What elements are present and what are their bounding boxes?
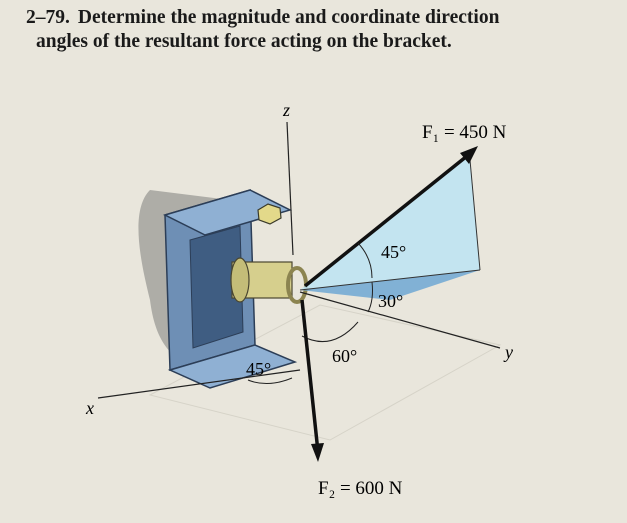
angle-label-30: 30° — [378, 291, 403, 311]
x-axis — [97, 369, 301, 399]
eyebolt-collar — [230, 257, 250, 303]
y-axis-label: y — [503, 342, 513, 362]
force-f1-arrow — [303, 150, 474, 288]
angle-label-60: 60° — [332, 346, 357, 366]
angle-label-45-upper: 45° — [381, 242, 406, 262]
force-f2-label: F₂ = 600 N — [318, 478, 403, 499]
problem-number: 2–79. — [26, 7, 70, 28]
force-f2-arrowhead — [311, 443, 324, 462]
bracket-bottom-flange — [167, 344, 298, 389]
x-axis-label: x — [85, 398, 94, 418]
f1-drop-line — [469, 159, 481, 271]
z-axis-label: z — [282, 100, 290, 120]
bolt-head — [257, 203, 282, 225]
problem-text-line-1: Determine the magnitude and coordinate d… — [77, 7, 500, 28]
angle-arc-45-upper — [357, 242, 373, 279]
angle-arc-30 — [367, 281, 373, 313]
floor-outline — [148, 304, 502, 441]
force-f1-arrowhead — [460, 146, 478, 164]
angle-arc-60 — [301, 321, 359, 343]
y-axis — [299, 291, 501, 349]
f1-projection-line — [299, 269, 481, 291]
angle-arc-45-lower — [247, 377, 293, 384]
f1-plane-upper — [300, 155, 480, 290]
problem-statement: 2–79. Determine the magnitude and coordin… — [26, 6, 606, 54]
force-f1-label: F₁ = 450 N — [422, 122, 507, 143]
angle-label-45-lower: 45° — [246, 359, 271, 379]
force-f2-arrow — [300, 299, 320, 453]
bracket-inner — [189, 225, 244, 349]
f1-plane-lower — [300, 270, 480, 300]
bracket-top-flange — [162, 189, 293, 236]
problem-text-line-2: angles of the resultant force acting on … — [36, 31, 452, 52]
z-axis — [286, 121, 294, 256]
